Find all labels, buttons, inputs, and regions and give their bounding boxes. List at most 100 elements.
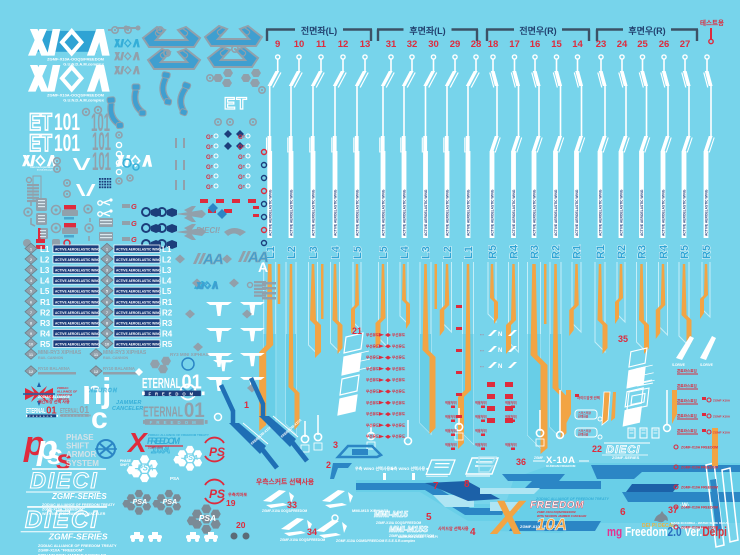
svg-text:DIECI!: DIECI! bbox=[196, 226, 220, 235]
svg-text:적용부위: 적용부위 bbox=[505, 414, 517, 419]
svg-text:6: 6 bbox=[620, 507, 626, 518]
svg-text:32: 32 bbox=[407, 39, 418, 50]
svg-text:R4: R4 bbox=[40, 329, 51, 338]
svg-text:R2: R2 bbox=[551, 245, 563, 259]
svg-text:X: X bbox=[489, 492, 527, 545]
svg-text:s: s bbox=[47, 439, 63, 470]
svg-text:ACTIVE AEROELASTIC WING: ACTIVE AEROELASTIC WING bbox=[55, 300, 100, 304]
svg-text:무선유도: 무선유도 bbox=[392, 434, 406, 439]
svg-text:j: j bbox=[101, 372, 111, 410]
svg-text:PSA: PSA bbox=[183, 453, 198, 462]
svg-text:3: 3 bbox=[30, 268, 33, 273]
svg-text:L3: L3 bbox=[162, 266, 172, 275]
svg-text:ZGMF-X10A “FREEDOM”: ZGMF-X10A “FREEDOM” bbox=[38, 548, 84, 553]
svg-text:SHIFT: SHIFT bbox=[66, 442, 89, 451]
svg-text:ZODIAC ALLIANCE: ZODIAC ALLIANCE bbox=[38, 395, 71, 399]
svg-text:ACTIVE AEROELASTIC WING: ACTIVE AEROELASTIC WING bbox=[55, 342, 100, 346]
svg-text:11: 11 bbox=[29, 352, 34, 357]
svg-text:ACTIVE AEROELASTIC WING: ACTIVE AEROELASTIC WING bbox=[290, 189, 294, 236]
svg-text:1: 1 bbox=[106, 247, 109, 252]
svg-text:NEURON: NEURON bbox=[89, 388, 118, 394]
svg-text:10: 10 bbox=[29, 341, 34, 346]
svg-text:Gᶜ: Gᶜ bbox=[238, 185, 246, 191]
svg-text:WWW.DELPIDECAL.COM: WWW.DELPIDECAL.COM bbox=[671, 526, 708, 530]
svg-text:s: s bbox=[56, 444, 72, 475]
svg-text:R5: R5 bbox=[679, 245, 691, 259]
svg-text:3: 3 bbox=[106, 268, 109, 273]
svg-text:ZGMF-X10A: ZGMF-X10A bbox=[713, 399, 731, 403]
svg-text:Gᶜ: Gᶜ bbox=[206, 155, 214, 161]
svg-text:F R E E D O M: F R E E D O M bbox=[148, 391, 194, 396]
svg-text:무선유도: 무선유도 bbox=[392, 422, 406, 427]
svg-text:적용부위: 적용부위 bbox=[505, 400, 517, 405]
svg-text:F R E E D O M: F R E E D O M bbox=[29, 416, 53, 418]
svg-text:ZGMF-X10A: ZGMF-X10A bbox=[148, 446, 163, 450]
svg-text:Gᶜ: Gᶜ bbox=[206, 165, 214, 171]
svg-text:4: 4 bbox=[470, 527, 476, 538]
svg-text:무선유도: 무선유도 bbox=[366, 434, 380, 439]
svg-text:10: 10 bbox=[294, 39, 305, 50]
svg-text:14: 14 bbox=[572, 39, 583, 50]
svg-text:RY10 BALAENA: RY10 BALAENA bbox=[38, 366, 70, 371]
svg-text:적용부위: 적용부위 bbox=[445, 400, 457, 405]
svg-text:ACTIVE AEROELASTIC WING: ACTIVE AEROELASTIC WING bbox=[356, 189, 360, 236]
svg-text:G: G bbox=[131, 235, 137, 244]
svg-text:13: 13 bbox=[360, 39, 371, 50]
svg-text:R5: R5 bbox=[40, 340, 51, 349]
svg-text:적용부위: 적용부위 bbox=[445, 442, 457, 447]
svg-text:SHIFT: SHIFT bbox=[120, 463, 129, 467]
svg-text:무선유도: 무선유도 bbox=[366, 343, 380, 348]
svg-text:적용부위: 적용부위 bbox=[475, 442, 487, 447]
svg-text:PSA: PSA bbox=[170, 476, 180, 481]
svg-text:JAMMER: JAMMER bbox=[116, 400, 142, 406]
svg-text:ZGMF-X10A OOQS/FREEDOM: ZGMF-X10A OOQS/FREEDOM bbox=[262, 509, 308, 513]
svg-text:R1: R1 bbox=[40, 298, 51, 307]
svg-text:1: 1 bbox=[244, 400, 249, 410]
svg-text:ACTIVE AEROELASTIC WING: ACTIVE AEROELASTIC WING bbox=[116, 321, 161, 325]
svg-text:SYSTEM: SYSTEM bbox=[66, 459, 99, 468]
svg-text:MMI-M15 XIPHIAS3: MMI-M15 XIPHIAS3 bbox=[352, 508, 389, 513]
svg-text:L4: L4 bbox=[399, 245, 411, 259]
svg-text:ACTIVE AEROELASTIC WING: ACTIVE AEROELASTIC WING bbox=[55, 321, 100, 325]
svg-text:Gᶜ: Gᶜ bbox=[238, 175, 246, 181]
svg-text:MINI-RY3 XIPHIAS: MINI-RY3 XIPHIAS bbox=[103, 350, 147, 356]
svg-text:R4: R4 bbox=[162, 329, 173, 338]
svg-text:ACTIVE AEROELASTIC WING: ACTIVE AEROELASTIC WING bbox=[116, 279, 161, 283]
svg-text:ACTIVE AEROELASTIC WING: ACTIVE AEROELASTIC WING bbox=[403, 189, 407, 236]
svg-text:18: 18 bbox=[488, 39, 499, 50]
svg-text:11: 11 bbox=[94, 352, 99, 357]
svg-text:ETERNAL: ETERNAL bbox=[143, 403, 183, 420]
svg-text:L1: L1 bbox=[162, 245, 172, 254]
svg-text:12: 12 bbox=[94, 369, 99, 374]
svg-text:FREEDOM: FREEDOM bbox=[147, 436, 181, 446]
svg-text:Gᶜ: Gᶜ bbox=[206, 175, 214, 181]
svg-text:무선유도: 무선유도 bbox=[392, 377, 406, 382]
svg-text:MARKING GUIDE ─ DELPI: MARKING GUIDE ─ DELPI bbox=[398, 535, 438, 539]
svg-text:RY3 MINI XIPHIAS: RY3 MINI XIPHIAS bbox=[170, 352, 209, 357]
svg-text:···: ··· bbox=[480, 348, 484, 353]
svg-text:A: A bbox=[258, 259, 268, 275]
svg-text:ZGMF-X10A FREEDOM: ZGMF-X10A FREEDOM bbox=[681, 526, 718, 530]
svg-text:2: 2 bbox=[30, 257, 33, 262]
svg-text:ET: ET bbox=[29, 130, 52, 157]
svg-text:25: 25 bbox=[637, 39, 648, 50]
svg-text:ACTIVE AEROELASTIC WING: ACTIVE AEROELASTIC WING bbox=[55, 279, 100, 283]
svg-text:L4: L4 bbox=[162, 277, 172, 286]
svg-text:Gᶜ: Gᶜ bbox=[238, 145, 246, 151]
svg-text:테스트용: 테스트용 bbox=[700, 18, 724, 27]
svg-text:우측스커트 선택사용: 우측스커트 선택사용 bbox=[256, 477, 315, 486]
svg-text:무선유도: 무선유도 bbox=[366, 411, 380, 416]
svg-text:35: 35 bbox=[618, 334, 628, 344]
svg-text:L2: L2 bbox=[40, 256, 50, 265]
svg-text:ACTIVE AEROELASTIC WING: ACTIVE AEROELASTIC WING bbox=[116, 290, 161, 294]
svg-text:ACTIVE AEROELASTIC WING: ACTIVE AEROELASTIC WING bbox=[116, 248, 161, 252]
svg-text:콘트라스트임: 콘트라스트임 bbox=[677, 383, 697, 388]
svg-text:ETERNAL: ETERNAL bbox=[60, 406, 79, 415]
svg-text:L4: L4 bbox=[330, 245, 342, 259]
svg-text:ZGMF-X10A OOQS/FREEDOM: ZGMF-X10A OOQS/FREEDOM bbox=[280, 538, 326, 542]
svg-text:ACTIVE AEROELASTIC WING: ACTIVE AEROELASTIC WING bbox=[55, 311, 100, 315]
svg-text:무선유도: 무선유도 bbox=[366, 422, 380, 427]
svg-text:2: 2 bbox=[326, 460, 331, 470]
svg-text:S-DRIVE: S-DRIVE bbox=[672, 363, 685, 367]
svg-text:L2: L2 bbox=[162, 256, 172, 265]
